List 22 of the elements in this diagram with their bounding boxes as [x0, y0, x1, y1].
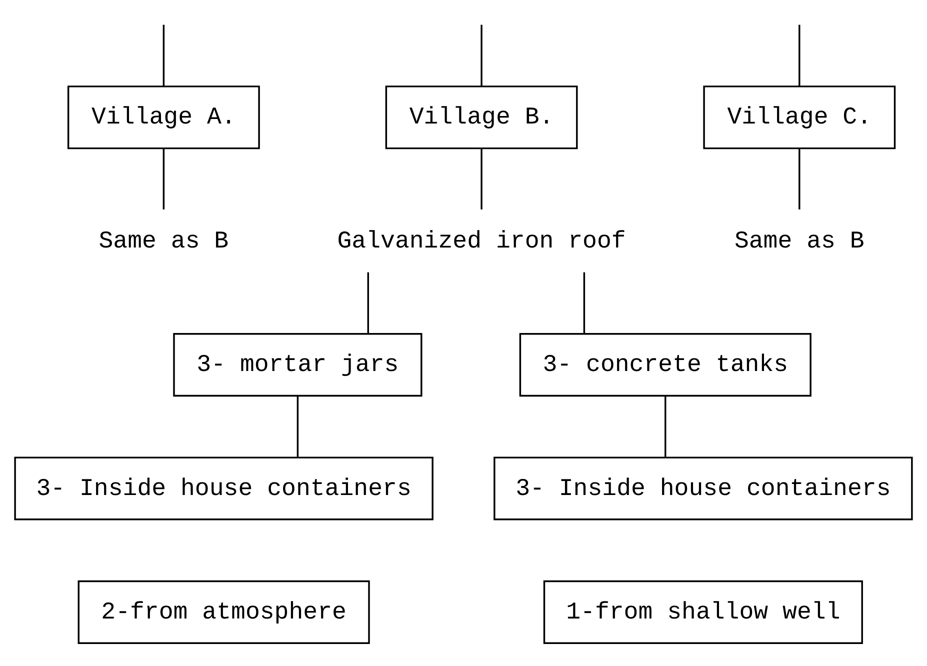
connector: [367, 272, 369, 334]
node-box: Village A.: [67, 86, 260, 150]
node-box: 3- concrete tanks: [519, 333, 812, 397]
node-box: 2-from atmosphere: [78, 580, 370, 644]
node-text: Galvanized iron roof: [337, 228, 626, 256]
node-box: 3- Inside house containers: [494, 456, 913, 520]
node-box: Village B.: [385, 86, 578, 150]
node-box: 1-from shallow well: [543, 580, 863, 644]
connector: [480, 24, 482, 86]
connector: [583, 272, 586, 334]
node-box: 3- mortar jars: [173, 333, 422, 397]
connector: [296, 396, 299, 457]
node-box: Village C.: [703, 86, 896, 150]
connector: [798, 24, 800, 86]
node-box: 3- Inside house containers: [14, 456, 434, 520]
connector: [798, 148, 800, 210]
connector: [162, 24, 165, 86]
node-text: Same as B: [98, 228, 229, 256]
connector: [480, 148, 482, 210]
connector: [162, 148, 165, 210]
connector: [664, 396, 666, 457]
node-text: Same as B: [734, 228, 864, 256]
